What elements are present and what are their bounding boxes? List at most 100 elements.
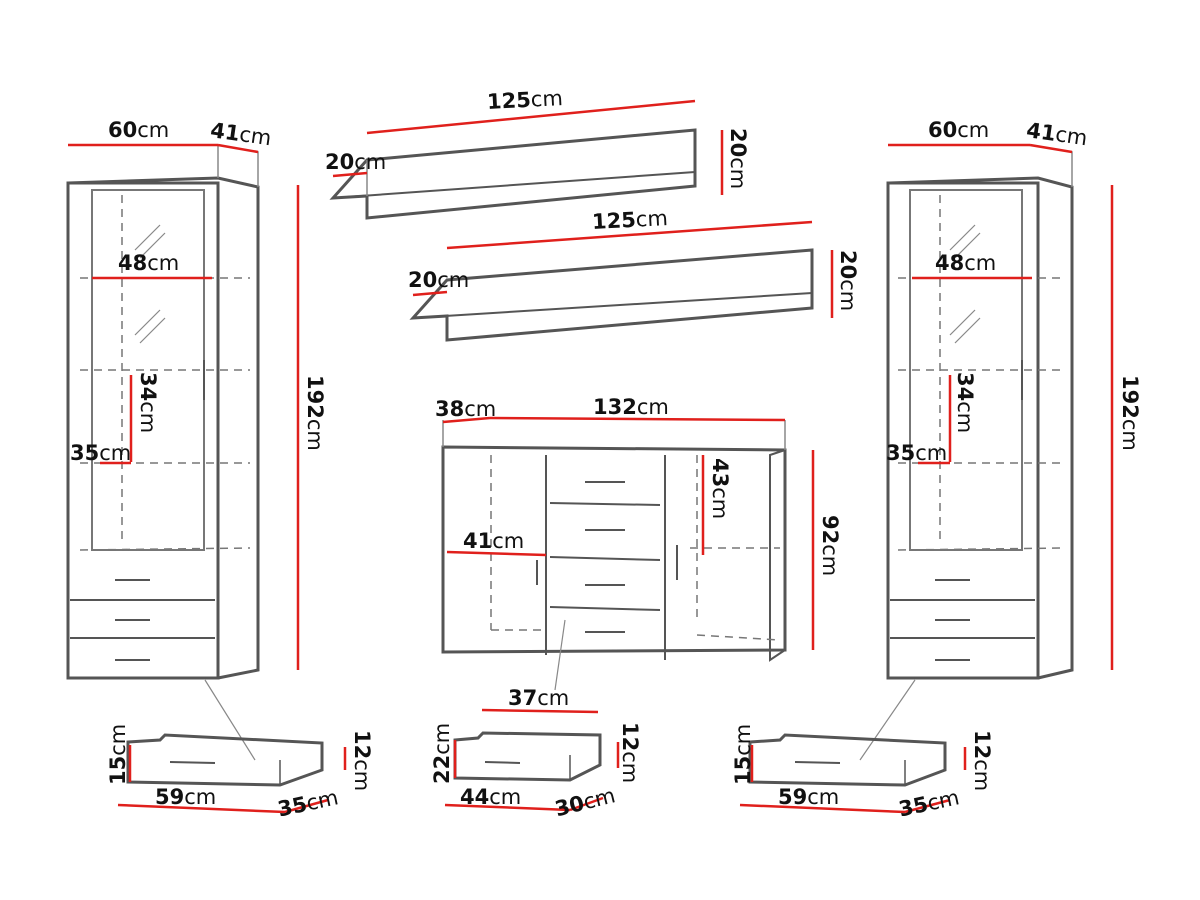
left-drawer-drawing xyxy=(126,733,324,787)
value: 15 xyxy=(106,755,130,785)
right-drawer-inner-height-label: 12cm xyxy=(970,730,994,792)
unit: cm xyxy=(350,759,374,792)
unit: cm xyxy=(437,268,470,292)
unit: cm xyxy=(430,722,454,755)
value: 48 xyxy=(935,251,965,275)
unit: cm xyxy=(537,686,570,710)
left-drawer-height-label: 15cm xyxy=(106,723,130,785)
top-shelf-length-label: 125cm xyxy=(486,86,564,114)
middle-drawer-width-label: 44cm xyxy=(460,787,521,808)
left-drawer-width-label: 59cm xyxy=(155,787,216,808)
sideboard-inner-depth-label: 41cm xyxy=(463,531,524,552)
unit: cm xyxy=(354,150,387,174)
value: 41 xyxy=(463,529,493,553)
left-cabinet-inner-width-label: 48cm xyxy=(118,253,179,274)
value: 34 xyxy=(136,372,160,402)
value: 35 xyxy=(70,441,100,465)
value: 44 xyxy=(460,785,490,809)
left-cabinet-shelf-gap-label: 34cm xyxy=(136,372,160,434)
unit: cm xyxy=(136,401,160,434)
bottom-shelf-depth-label: 20cm xyxy=(408,270,469,291)
middle-drawer-drawing xyxy=(453,731,602,782)
value: 59 xyxy=(155,785,185,809)
bottom-shelf-height-label: 20cm xyxy=(836,250,860,312)
unit: cm xyxy=(635,206,669,232)
bottom-shelf-drawing xyxy=(409,248,814,342)
right-cabinet-inner-width-label: 48cm xyxy=(935,253,996,274)
right-cabinet-drawing xyxy=(859,144,1074,761)
value: 92 xyxy=(818,515,842,545)
right-drawer-drawing xyxy=(748,733,947,787)
sideboard-drawing xyxy=(441,420,787,691)
unit: cm xyxy=(99,441,132,465)
unit: cm xyxy=(964,251,997,275)
unit: cm xyxy=(636,395,669,419)
sideboard-height-label: 92cm xyxy=(818,515,842,577)
unit: cm xyxy=(147,251,180,275)
middle-drawer-inner-height-label: 12cm xyxy=(618,722,642,783)
unit: cm xyxy=(818,544,842,577)
value: 48 xyxy=(118,251,148,275)
unit: cm xyxy=(303,418,327,451)
value: 125 xyxy=(486,87,532,114)
value: 12 xyxy=(970,730,994,760)
right-drawer-width-label: 59cm xyxy=(778,787,839,808)
sideboard-width-label: 132cm xyxy=(593,397,669,418)
value: 12 xyxy=(618,722,642,752)
value: 60 xyxy=(928,118,958,142)
value: 15 xyxy=(731,755,755,785)
value: 12 xyxy=(350,730,374,760)
unit: cm xyxy=(137,118,170,142)
value: 20 xyxy=(836,250,860,280)
unit: cm xyxy=(1053,122,1089,151)
middle-drawer-height-label: 22cm xyxy=(430,722,454,784)
top-shelf-depth-label: 20cm xyxy=(325,152,386,173)
value: 34 xyxy=(953,372,977,402)
unit: cm xyxy=(184,785,217,809)
value: 59 xyxy=(778,785,808,809)
unit: cm xyxy=(953,401,977,434)
unit: cm xyxy=(970,759,994,792)
unit: cm xyxy=(464,397,497,421)
value: 192 xyxy=(303,375,327,419)
value: 20 xyxy=(325,150,355,174)
unit: cm xyxy=(237,122,273,151)
unit: cm xyxy=(957,118,990,142)
right-cabinet-height-label: 192cm xyxy=(1118,375,1142,451)
unit: cm xyxy=(836,279,860,312)
value: 41 xyxy=(208,118,242,146)
value: 41 xyxy=(1024,118,1058,146)
value: 37 xyxy=(508,686,538,710)
left-cabinet-height-label: 192cm xyxy=(303,375,327,451)
value: 125 xyxy=(591,207,637,234)
dimension-lines xyxy=(68,99,1114,814)
value: 132 xyxy=(593,395,637,419)
right-cabinet-shelf-gap-label: 34cm xyxy=(953,372,977,434)
right-cabinet-width-label: 60cm xyxy=(928,120,989,141)
unit: cm xyxy=(530,86,564,112)
value: 20 xyxy=(726,128,750,158)
top-shelf-drawing xyxy=(329,128,697,220)
unit: cm xyxy=(726,157,750,190)
left-cabinet-shelf-depth-label: 35cm xyxy=(70,443,131,464)
value: 22 xyxy=(430,754,454,784)
value: 35 xyxy=(886,441,916,465)
left-cabinet-drawing xyxy=(66,144,260,761)
value: 60 xyxy=(108,118,138,142)
unit: cm xyxy=(807,785,840,809)
bottom-shelf-length-label: 125cm xyxy=(591,206,669,234)
value: 38 xyxy=(435,397,465,421)
unit: cm xyxy=(489,785,522,809)
sideboard-inner-height-label: 43cm xyxy=(708,458,732,519)
right-cabinet-shelf-depth-label: 35cm xyxy=(886,443,947,464)
unit: cm xyxy=(106,723,130,756)
value: 43 xyxy=(708,458,732,488)
left-drawer-inner-height-label: 12cm xyxy=(350,730,374,792)
left-cabinet-width-label: 60cm xyxy=(108,120,169,141)
right-drawer-height-label: 15cm xyxy=(731,723,755,785)
unit: cm xyxy=(731,723,755,756)
middle-drawer-top-width-label: 37cm xyxy=(508,688,569,709)
value: 20 xyxy=(408,268,438,292)
unit: cm xyxy=(492,529,525,553)
